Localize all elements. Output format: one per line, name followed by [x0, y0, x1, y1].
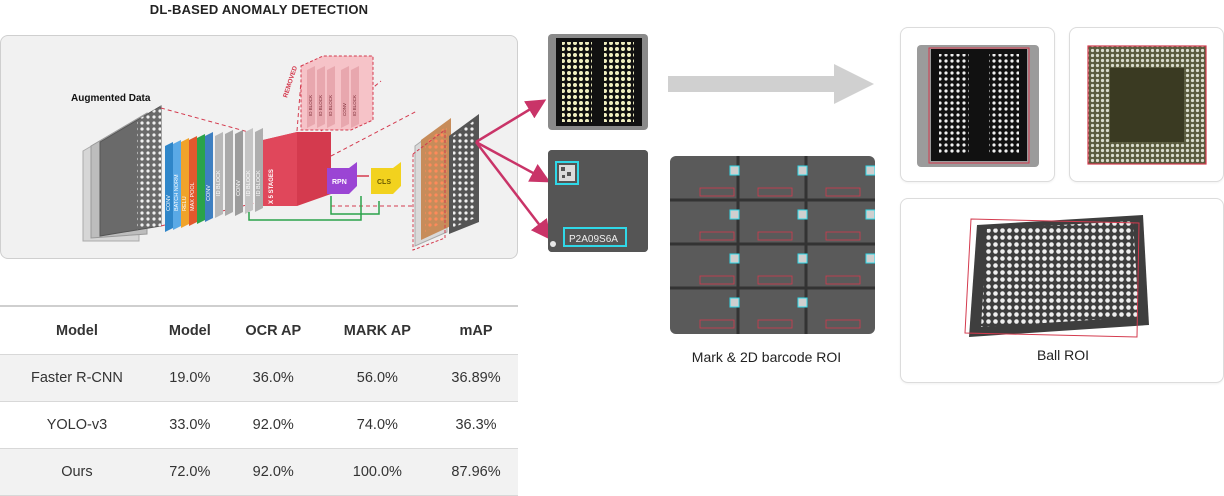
- removed-layer-label: ID BLOCK: [328, 95, 333, 116]
- input-image-stack: [82, 105, 162, 242]
- layer-label: CONV: [206, 185, 212, 201]
- layer-label: MAX POOL: [190, 182, 196, 211]
- rpn-box: RPN: [327, 162, 357, 194]
- column-header: OCR AP: [225, 305, 321, 355]
- table-cell: 56.0%: [320, 354, 435, 402]
- chip-marking-text: P2A09S6A: [569, 234, 618, 245]
- removed-label: REMOVED: [282, 65, 299, 99]
- table-row: Ours 72.0% 92.0% 100.0% 87.96%: [0, 448, 518, 496]
- architecture-diagram: Augmented Data: [71, 55, 479, 251]
- table-cell: 33.0%: [153, 401, 226, 449]
- table-row: YOLO-v3 33.0% 92.0% 74.0% 36.3%: [0, 401, 518, 449]
- ball-roi-caption: Ball ROI: [1036, 347, 1090, 363]
- cnn-layers: CONV BATCH NORM RELU MAX POOL CONV ID BL…: [165, 128, 263, 232]
- layer-label: CONV: [166, 195, 172, 211]
- page-title: DL-BASED ANOMALY DETECTION: [149, 2, 369, 17]
- stages-label: X 5 STAGES: [269, 169, 275, 204]
- cls-box: CLS: [371, 162, 401, 194]
- removed-layer-label: ID BLOCK: [352, 95, 357, 116]
- augmented-data-label: Augmented Data: [71, 93, 151, 104]
- arrow-to-barcode-region: [475, 141, 552, 240]
- table-row: Faster R-CNN 19.0% 36.0% 56.0% 36.89%: [0, 354, 518, 402]
- rpn-flow-line: [330, 196, 380, 215]
- table-cell: 92.0%: [225, 401, 321, 449]
- table-cell: 19.0%: [153, 354, 226, 402]
- cls-label: CLS: [377, 179, 391, 186]
- removed-block: ID BLOCK ID BLOCK ID BLOCK CONV ID BLOCK…: [282, 55, 374, 131]
- table-header-row: Model Model OCR AP MARK AP mAP: [0, 305, 518, 355]
- table-cell: 74.0%: [320, 401, 435, 449]
- table-cell: 92.0%: [225, 448, 321, 496]
- feature-flow-line: [248, 196, 362, 221]
- package-card: [1069, 27, 1224, 182]
- package-image: [1087, 45, 1207, 165]
- table-cell: 72.0%: [153, 448, 226, 496]
- column-header: Model: [0, 305, 154, 355]
- output-image-stack: [412, 114, 479, 251]
- layer-label: ID BLOCK: [246, 170, 252, 196]
- ball-roi-image: [917, 45, 1039, 167]
- layer-label: ID BLOCK: [256, 170, 262, 196]
- ball-grid-image: [556, 38, 642, 126]
- arrow-to-ball-region: [475, 99, 547, 144]
- mark-roi-caption: Mark & 2D barcode ROI: [691, 349, 842, 365]
- stages-block: X 5 STAGES: [263, 132, 331, 206]
- column-header: Model: [153, 305, 226, 355]
- ball-roi-detail-image: [964, 215, 1149, 338]
- ball-roi-detail-card: Ball ROI: [900, 198, 1224, 383]
- mark-barcode-grid: [670, 156, 875, 334]
- architecture-panel: Augmented Data: [0, 35, 518, 259]
- detection-arrows: [475, 99, 552, 240]
- column-header: mAP: [434, 305, 518, 355]
- removed-layer-label: ID BLOCK: [308, 95, 313, 116]
- layer-label: BATCH NORM: [174, 174, 180, 211]
- column-header: MARK AP: [320, 305, 435, 355]
- marking-thumbnail: P2A09S6A: [548, 150, 648, 252]
- marking-image: P2A09S6A: [548, 150, 648, 252]
- table-cell: 87.96%: [434, 448, 518, 496]
- table-cell: 36.89%: [434, 354, 518, 402]
- ball-grid-thumbnail: [548, 34, 648, 130]
- removed-layer-label: ID BLOCK: [318, 95, 323, 116]
- rpn-label: RPN: [332, 179, 347, 186]
- table-cell: 100.0%: [320, 448, 435, 496]
- results-table: Model Model OCR AP MARK AP mAP Faster R-…: [0, 305, 518, 496]
- removed-layer-label: CONV: [342, 103, 347, 116]
- layer-label: ID BLOCK: [216, 170, 222, 196]
- table-cell: 36.3%: [434, 401, 518, 449]
- table-cell: 36.0%: [225, 354, 321, 402]
- layer-label: CONV: [236, 180, 242, 196]
- ball-roi-card: [900, 27, 1055, 182]
- mark-barcode-roi-image: [670, 156, 875, 334]
- flow-arrow-icon: [668, 64, 874, 104]
- table-cell: YOLO-v3: [0, 401, 154, 449]
- layer-label: RELU: [182, 196, 188, 211]
- table-cell: Faster R-CNN: [0, 354, 154, 402]
- arrow-to-mark-region: [475, 140, 551, 183]
- table-cell: Ours: [0, 448, 154, 496]
